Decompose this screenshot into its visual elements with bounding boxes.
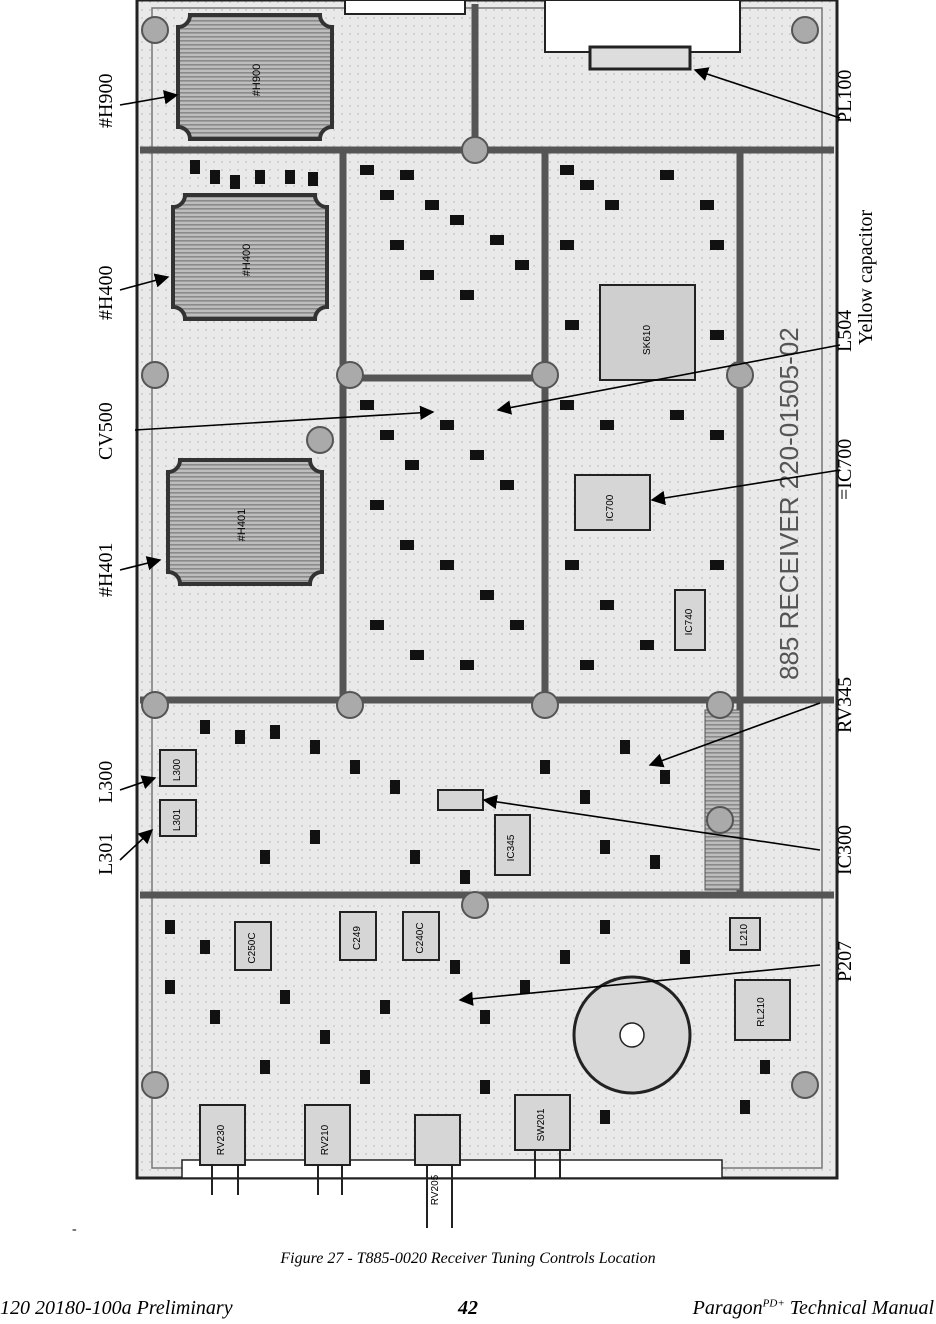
h401-silk: #H401 (236, 509, 248, 541)
board-silk-text: 885 RECEIVER 220-01505-02 (774, 327, 804, 680)
ic700-silk: IC700 (605, 494, 616, 521)
l300-coil (159, 749, 197, 787)
c249-silk: C249 (352, 926, 363, 950)
callout-arrows (119, 67, 841, 1006)
rv230-pot (199, 1104, 246, 1166)
callout-h900: #H900 (95, 73, 117, 128)
c240c-cap (402, 911, 440, 961)
callout-h400: #H400 (95, 265, 117, 320)
sw201-switch (514, 1094, 571, 1151)
footer-page-number: 42 (458, 1297, 478, 1319)
sk610-chip (599, 284, 696, 381)
l301-coil (159, 799, 197, 837)
rv210-silk: RV210 (320, 1124, 331, 1155)
h400-silk: #H400 (241, 244, 253, 276)
l300-silk: L300 (172, 758, 183, 781)
l301-silk: L301 (172, 808, 183, 831)
figure-caption: Figure 27 - T885-0020 Receiver Tuning Co… (280, 1250, 656, 1267)
h400-can (171, 193, 329, 321)
page-footer: 120 20180-100a Preliminary 42 ParagonPD+… (0, 1297, 936, 1323)
footer-brand-sup: PD+ (762, 1297, 785, 1310)
callout-ic700: =IC700 (834, 438, 856, 500)
callout-h401: #H401 (95, 542, 117, 597)
h900-silk: #H900 (251, 64, 263, 96)
callout-l504-note: Yellow capacitor (855, 209, 877, 345)
ic740-silk: IC740 (684, 608, 695, 635)
ic740-chip (674, 589, 706, 651)
footer-title-suffix: Technical Manual (784, 1297, 934, 1319)
smd-components (165, 160, 770, 1124)
pcb-drawing: #H900 #H400 #H401 SK610 IC700 IC740 IC34… (119, 0, 841, 1228)
c250c-cap (234, 921, 272, 971)
ic300-pack (437, 789, 484, 811)
callout-l504: L504 (834, 309, 856, 352)
rl210-silk: RL210 (756, 997, 767, 1027)
callout-rv345: RV345 (834, 676, 856, 733)
c250c-silk: C250C (247, 932, 258, 963)
l210-coil (729, 917, 761, 951)
h401-can (166, 458, 324, 586)
ic700-chip (574, 474, 651, 531)
footer-brand: Paragon (692, 1297, 763, 1319)
rv230-silk: RV230 (216, 1124, 227, 1155)
footer-doc-id: 120 20180-100a Preliminary (0, 1297, 233, 1319)
callout-pl100: PL100 (834, 69, 856, 123)
receiver-pcb-figure: #H900 #H400 #H401 SK610 IC700 IC740 IC34… (60, 0, 936, 1235)
callout-l301: L301 (95, 832, 117, 875)
rl210-relay (734, 979, 791, 1041)
sk610-silk: SK610 (642, 325, 653, 355)
ic345-silk: IC345 (506, 834, 517, 861)
stray-dash: - (72, 1222, 77, 1237)
callout-ic300: IC300 (834, 825, 856, 875)
rv205-pot (414, 1114, 461, 1166)
callout-l300: L300 (95, 760, 117, 803)
footer-manual-title: ParagonPD+ Technical Manual (693, 1297, 934, 1320)
ic345-chip (494, 814, 531, 876)
pl100-connector (588, 45, 692, 71)
callout-p207: P207 (834, 940, 856, 982)
rv205-silk: RV205 (430, 1174, 441, 1205)
callout-cv500: CV500 (95, 402, 117, 460)
l210-silk: L210 (739, 923, 750, 946)
rv210-pot (304, 1104, 351, 1166)
c249-cap (339, 911, 377, 961)
c240c-silk: C240C (415, 922, 426, 953)
sw201-silk: SW201 (536, 1108, 547, 1141)
board-outline (135, 0, 839, 1180)
h900-can (176, 13, 334, 141)
